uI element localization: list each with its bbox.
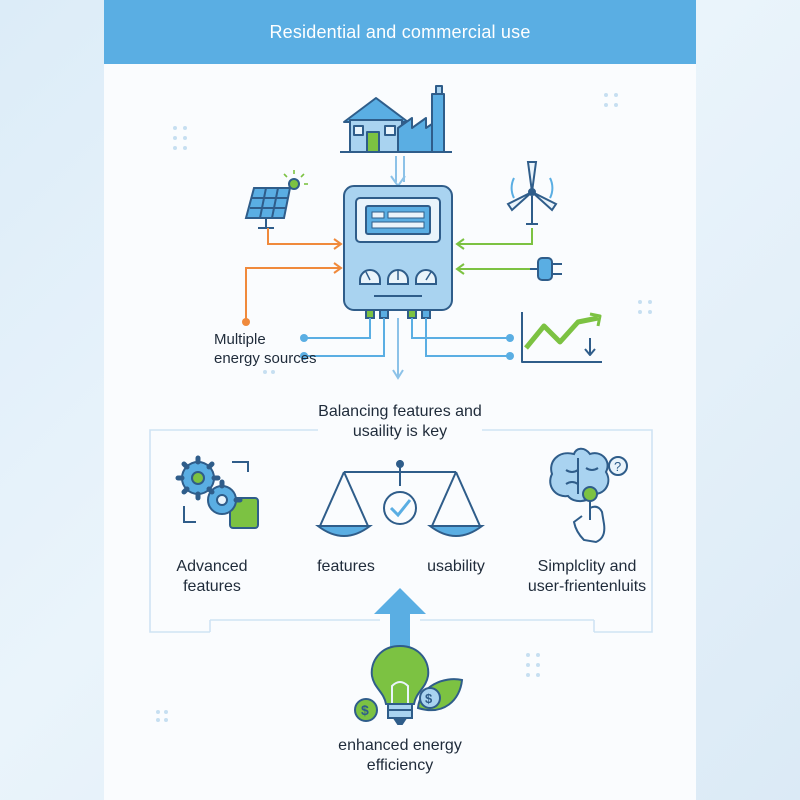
usability-label: usability <box>427 558 485 575</box>
meter-output-lines <box>304 318 510 380</box>
simplicity-label: Simplclity and user-frientenluits <box>522 557 652 597</box>
balance-frame <box>149 429 653 633</box>
efficiency-label: enhanced energy efficiency <box>310 736 490 776</box>
features-label: features <box>317 558 375 575</box>
lightbulb-icon <box>370 644 430 725</box>
output-nodes <box>300 334 514 360</box>
decor-dots <box>156 93 652 722</box>
plug-input-arrow <box>455 263 530 275</box>
dollar-coin-icon: $ <box>354 698 378 722</box>
source-input-arrow <box>245 262 343 322</box>
house-factory-icon <box>340 85 452 153</box>
energy-meter-icon <box>343 185 453 319</box>
simplicity-line1: Simplclity and <box>537 558 637 575</box>
brain-touch-icon: ? <box>549 447 628 544</box>
balance-scale-icon <box>315 460 485 537</box>
up-arrow-icon <box>374 588 426 662</box>
leaf-coin-icon: $ <box>416 678 464 711</box>
balance-title-line2: usaility is key <box>352 423 448 440</box>
solar-panel-icon <box>244 170 308 229</box>
sources-label: Multiple energy sources <box>214 330 317 368</box>
balance-title-line1: Balancing features and <box>318 403 482 420</box>
advanced-features-label: Advanced features <box>160 557 264 597</box>
efficiency-line2: efficiency <box>366 757 434 774</box>
svg-text:?: ? <box>614 459 621 474</box>
efficiency-line1: enhanced energy <box>338 737 462 754</box>
wind-turbine-icon <box>506 161 558 225</box>
gears-icon <box>175 455 259 529</box>
sources-label-line2: energy sources <box>214 350 317 367</box>
advanced-line2: features <box>183 578 241 595</box>
svg-text:$: $ <box>361 702 369 718</box>
advanced-line1: Advanced <box>176 558 248 575</box>
balance-title: Balancing features and usaility is key <box>300 402 500 442</box>
svg-text:$: $ <box>425 691 433 706</box>
orange-node <box>242 318 250 326</box>
solar-input-arrow <box>267 228 343 250</box>
wind-input-arrow <box>455 228 533 250</box>
house-feed-arrow <box>390 156 406 188</box>
header-title: Residential and commercial use <box>269 21 531 42</box>
simplicity-line2: user-frientenluits <box>527 578 647 595</box>
plug-icon <box>530 257 562 281</box>
header-bar: Residential and commercial use <box>104 0 696 64</box>
trend-chart-icon <box>521 312 602 363</box>
sources-label-line1: Multiple <box>214 331 266 348</box>
